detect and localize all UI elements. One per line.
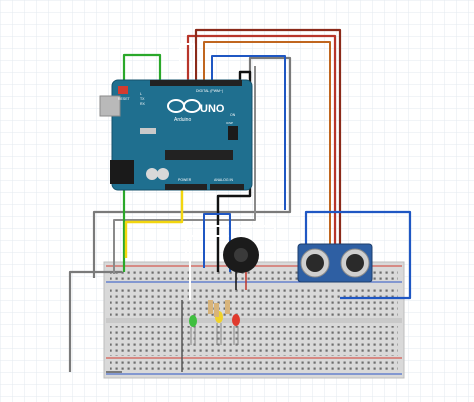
- wire-gray-mid: [113, 66, 256, 274]
- wire-blue-right: [304, 210, 412, 300]
- usb-port: [99, 95, 121, 117]
- tx-led-label: TX: [140, 97, 145, 101]
- power-header: [165, 184, 207, 190]
- resistor-2: [214, 303, 219, 317]
- resistor-1: [208, 300, 213, 314]
- wire-orange: [203, 41, 331, 268]
- reset-button: [118, 86, 128, 94]
- led-red: [232, 314, 240, 345]
- wire-gray-left: [68, 270, 122, 372]
- arduino-uno-board: UNO Arduino DIGITAL (PWM~) POWER ANALOG …: [99, 79, 253, 191]
- wire-blue-top: [211, 55, 286, 210]
- on-led-label: ON: [230, 113, 236, 117]
- icsp-label: ICSP: [226, 121, 233, 125]
- crystal: [140, 128, 156, 134]
- wire-red-top: [186, 34, 337, 268]
- power-header-label: POWER: [178, 178, 192, 182]
- analog-header-label: ANALOG IN: [214, 178, 234, 182]
- board-maker: Arduino: [174, 117, 191, 123]
- led-green: [189, 315, 197, 345]
- wire-gray-outer: [92, 56, 292, 278]
- power-jack: [110, 160, 134, 184]
- wires: [68, 28, 412, 373]
- resistor-3: [225, 300, 230, 314]
- piezo-buzzer: [223, 237, 259, 290]
- icsp-header: [228, 126, 238, 140]
- board-brand: UNO: [200, 103, 225, 115]
- ultrasonic-sensor: [297, 243, 373, 283]
- capacitor-2: [157, 168, 169, 180]
- wire-white-a: [179, 43, 195, 80]
- microcontroller-chip: [165, 150, 233, 160]
- arduino-logo-icon: [167, 99, 201, 113]
- digital-header-label: DIGITAL (PWM~): [196, 89, 223, 93]
- wire-yellow: [124, 190, 184, 258]
- leds: [189, 300, 240, 345]
- digital-header: [150, 80, 242, 86]
- wire-darkred: [194, 28, 342, 268]
- rx-led-label: RX: [140, 102, 146, 106]
- capacitor-1: [146, 168, 158, 180]
- reset-label: RESET: [118, 97, 131, 101]
- l-led-label: L: [140, 92, 142, 96]
- analog-header: [210, 184, 244, 190]
